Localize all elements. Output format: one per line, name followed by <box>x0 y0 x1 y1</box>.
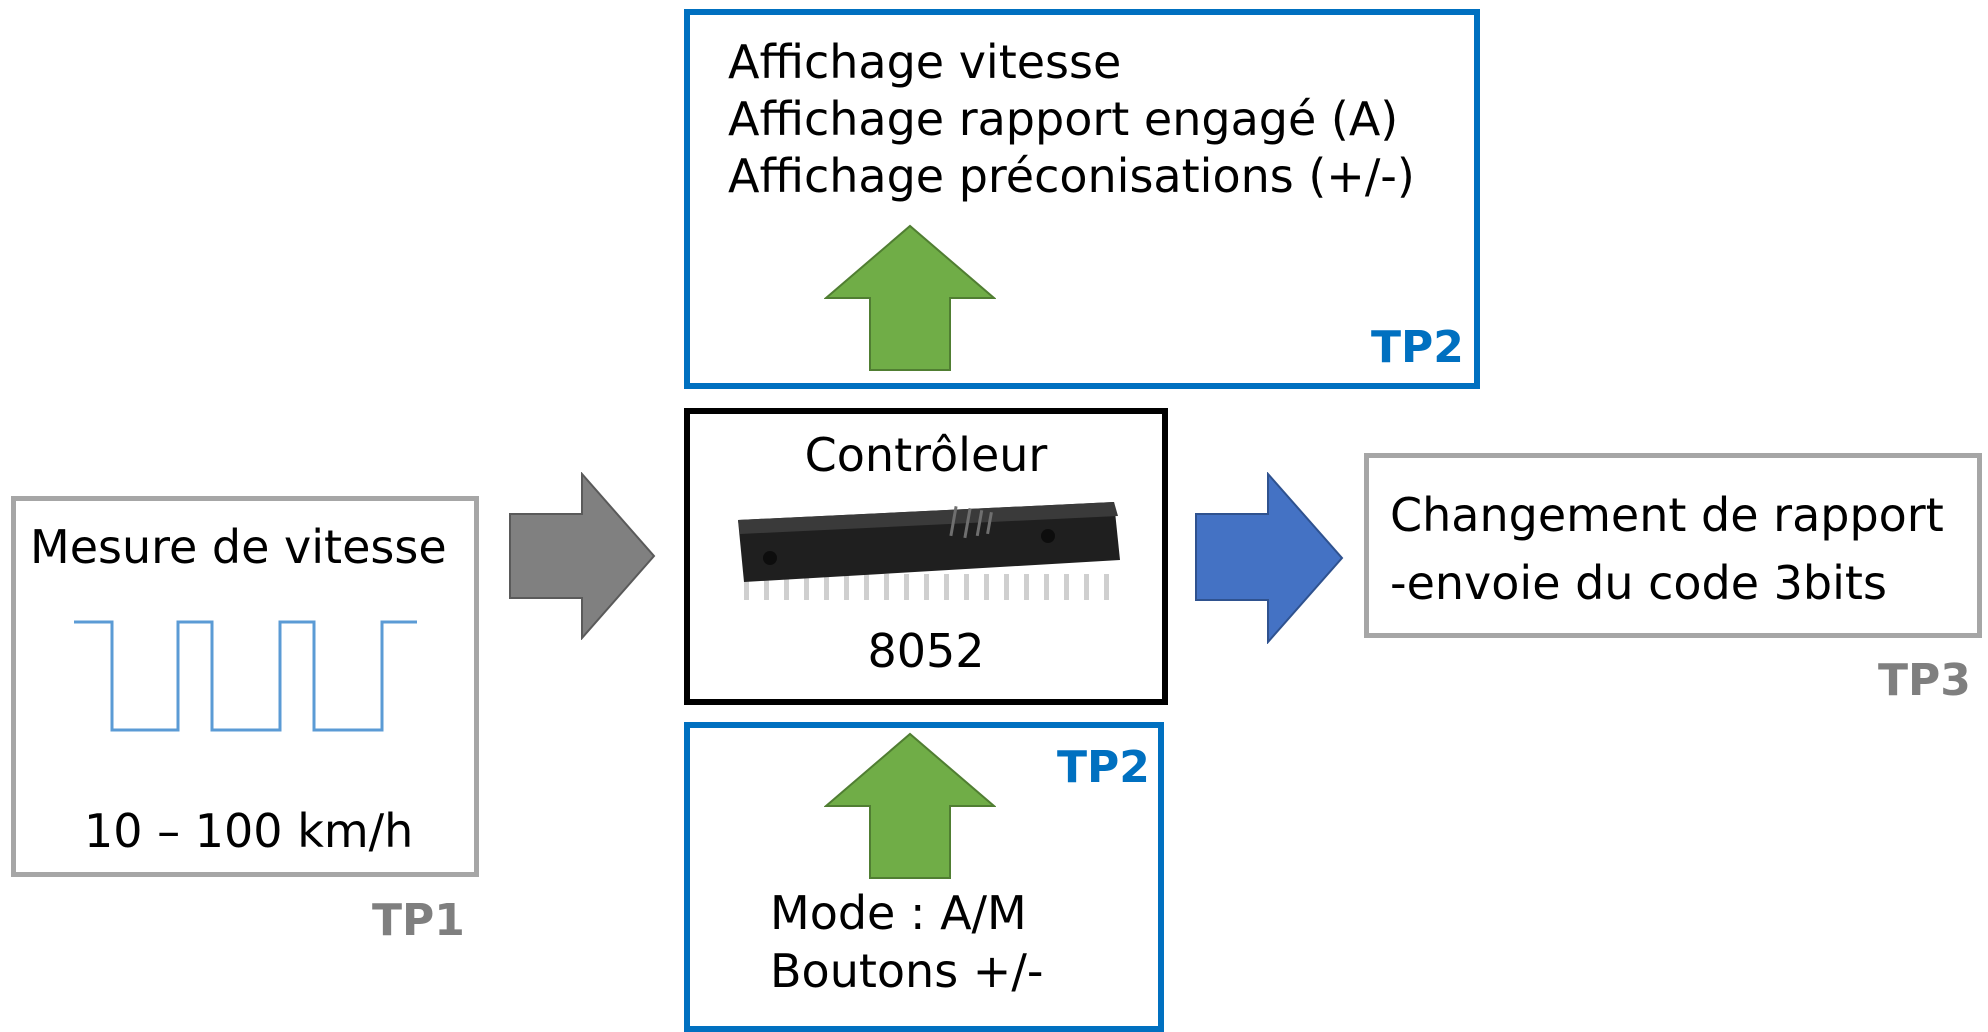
mode-line: Mode : A/M <box>770 886 1027 940</box>
gear-code-line: -envoie du code 3bits <box>1390 556 1887 610</box>
gray-right-arrow <box>509 472 656 640</box>
speed-measurement-title: Mesure de vitesse <box>30 520 447 574</box>
display-speed-line: Affichage vitesse <box>728 35 1122 89</box>
gear-change-line: Changement de rapport <box>1390 488 1944 542</box>
blue-right-arrow <box>1195 472 1344 644</box>
green-up-arrow-inputs <box>824 732 996 879</box>
square-wave-signal <box>74 620 417 732</box>
controller-box <box>684 408 1168 705</box>
controller-model: 8052 <box>867 624 985 678</box>
tp3-tag: TP3 <box>1878 655 1971 706</box>
display-gear-line: Affichage rapport engagé (A) <box>728 92 1399 146</box>
buttons-line: Boutons +/- <box>770 944 1044 998</box>
display-box <box>684 9 1480 389</box>
tp2-tag-display: TP2 <box>1371 322 1464 373</box>
chip-8052-image <box>738 502 1120 600</box>
controller-title: Contrôleur <box>804 428 1048 482</box>
speed-measurement-box <box>11 496 479 877</box>
green-up-arrow-display <box>824 224 996 371</box>
gear-change-box <box>1364 453 1982 638</box>
tp2-tag-inputs: TP2 <box>1057 742 1150 793</box>
speed-range-label: 10 – 100 km/h <box>84 804 414 858</box>
display-recommendation-line: Affichage préconisations (+/-) <box>728 149 1415 203</box>
tp1-tag: TP1 <box>372 895 465 946</box>
